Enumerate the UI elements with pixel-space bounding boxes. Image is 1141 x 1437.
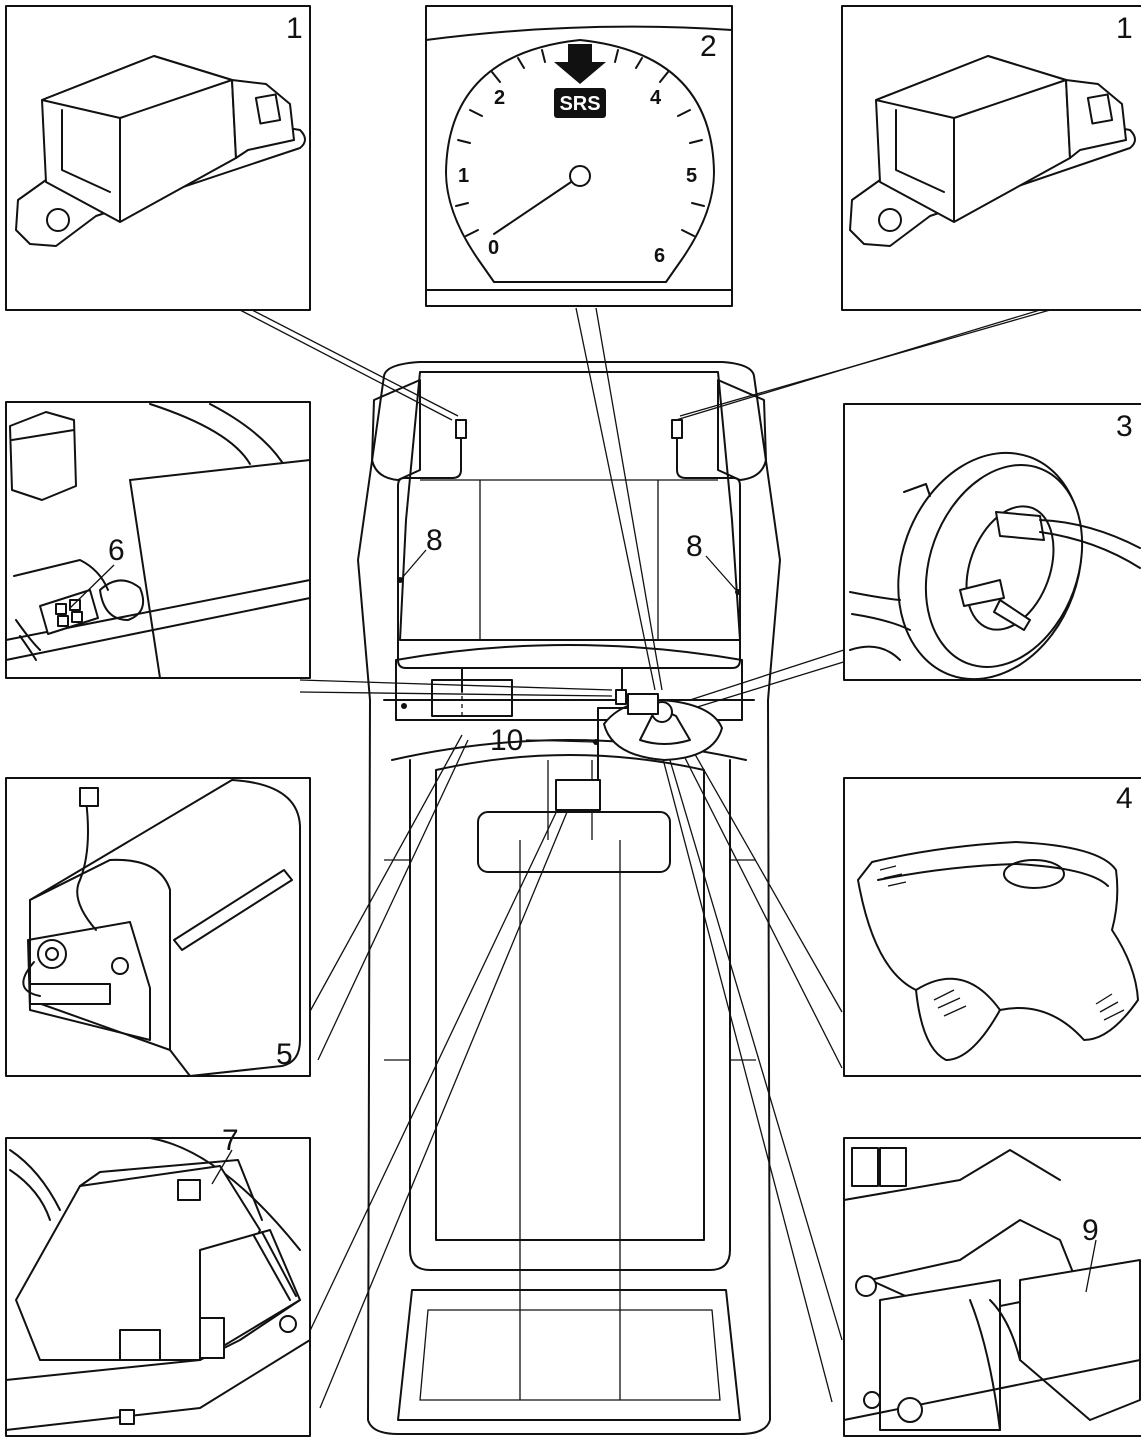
passenger-airbag-drawing	[22, 779, 301, 1077]
gauge-label-1: 1	[458, 165, 469, 187]
callout-8-right: 8	[686, 530, 703, 563]
callout-6: 6	[108, 534, 125, 567]
callout-7: 7	[222, 1124, 239, 1157]
panel-column-cover: 9	[843, 1137, 1141, 1437]
callout-5: 5	[276, 1038, 293, 1071]
gauge-label-4: 4	[650, 87, 662, 109]
panel-sensor-left: 1	[5, 5, 311, 311]
panel-passenger-airbag: 5	[5, 777, 311, 1077]
gauge-label-2: 2	[494, 87, 505, 109]
rotary-coupler-drawing	[849, 451, 1141, 681]
callout-9: 9	[1082, 1214, 1099, 1247]
callout-8-left: 8	[426, 524, 443, 557]
panel-warning-lamp: 0 1 2 4 5 6 SRS 2	[425, 5, 733, 307]
panel-sensor-right: 1	[841, 5, 1141, 311]
driver-airbag-drawing	[857, 841, 1139, 1061]
arrow-down-icon	[554, 44, 606, 84]
gauge-label-5: 5	[686, 165, 697, 187]
tachometer-gauge: 0 1 2 4 5 6 SRS	[445, 39, 715, 283]
callout-3: 3	[1116, 410, 1133, 443]
column-cover-drawing	[843, 1147, 1141, 1431]
crash-sensor-left-drawing	[15, 55, 306, 247]
panel-rotary-coupler: 3	[843, 403, 1141, 681]
vehicle-plan-view	[357, 361, 781, 1435]
srs-lamp	[554, 88, 606, 118]
panel-control-module: 7	[5, 1124, 311, 1437]
callout-2: 2	[700, 30, 717, 63]
vehicle-callouts: 8 8 10	[401, 524, 737, 757]
crash-sensor-right-drawing	[849, 55, 1136, 247]
gauge-label-6: 6	[654, 245, 665, 267]
gauge-label-0: 0	[488, 237, 499, 259]
callout-1-right: 1	[1116, 12, 1133, 45]
control-module-drawing	[5, 1137, 311, 1431]
srs-lamp-label: SRS	[559, 93, 600, 115]
callout-4: 4	[1116, 782, 1133, 815]
callout-1-left: 1	[286, 12, 303, 45]
panel-connector: 6	[5, 401, 311, 679]
callout-10: 10	[490, 724, 523, 757]
panel-driver-airbag: 4	[843, 777, 1141, 1077]
gauge-ticks	[455, 49, 705, 237]
